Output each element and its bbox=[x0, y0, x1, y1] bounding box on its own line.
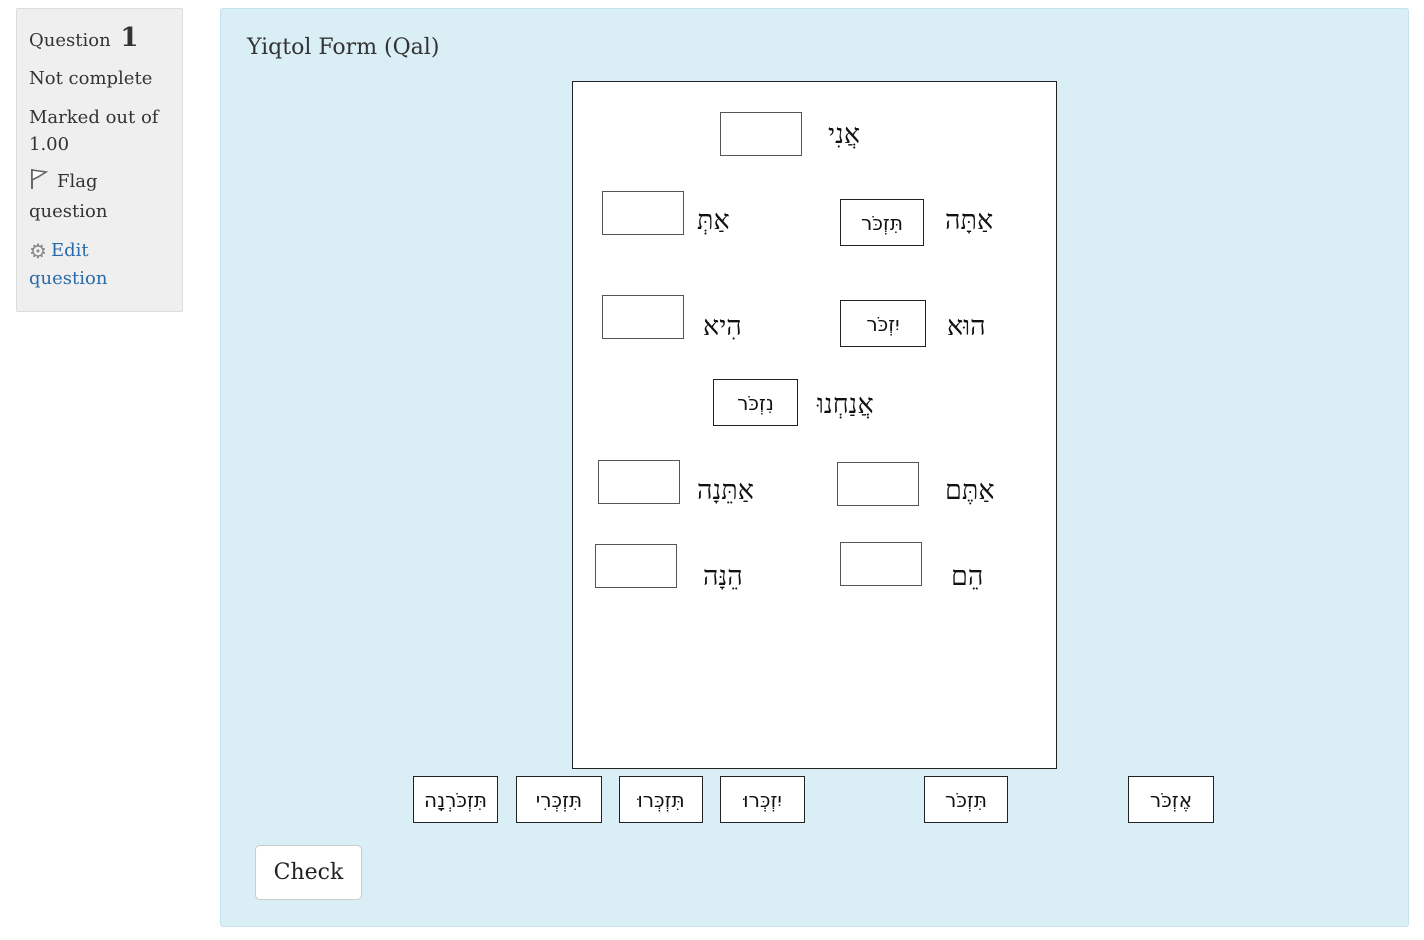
edit-question-link[interactable]: ⚙Edit question bbox=[29, 237, 170, 292]
drop-zone-henna[interactable] bbox=[595, 544, 677, 588]
flag-question-label: Flag question bbox=[29, 171, 108, 222]
edit-question-label: Edit question bbox=[29, 240, 108, 289]
flag-icon bbox=[29, 168, 49, 198]
drop-zone-hi[interactable] bbox=[602, 295, 684, 339]
question-status: Not complete bbox=[29, 68, 153, 89]
question-title: Yiqtol Form (Qal) bbox=[247, 35, 440, 60]
placed-answer-hu[interactable]: יִזְכֹּר bbox=[840, 300, 926, 347]
pronoun-anachnu: אֲנַחְנוּ bbox=[817, 389, 874, 420]
drag-choice-3[interactable]: תִּזְכְּרוּ bbox=[619, 776, 703, 823]
pronoun-hu: הוּא bbox=[947, 311, 986, 342]
pronoun-atta: אַתָּה bbox=[945, 205, 994, 236]
drop-zone-attena[interactable] bbox=[598, 460, 680, 504]
question-number-value: 1 bbox=[120, 23, 139, 53]
question-label: Question bbox=[29, 30, 111, 51]
pronoun-hi: הִיא bbox=[703, 311, 742, 342]
pronoun-at: אַתְּ bbox=[697, 205, 730, 236]
drag-choice-6[interactable]: אֶזְכֹּר bbox=[1128, 776, 1214, 823]
pronoun-hem: הֵם bbox=[951, 561, 984, 592]
check-button[interactable]: Check bbox=[255, 845, 362, 900]
pronoun-attem: אַתֶּם bbox=[945, 475, 995, 506]
drop-zone-ani[interactable] bbox=[720, 112, 802, 156]
flag-question-link[interactable]: Flag question bbox=[29, 168, 170, 225]
pronoun-attena: אַתֵּנָה bbox=[697, 475, 754, 506]
drop-background-image bbox=[572, 81, 1057, 769]
question-grade: Marked out of 1.00 bbox=[29, 107, 159, 155]
drag-choice-4[interactable]: יִזְכְּרוּ bbox=[720, 776, 805, 823]
drag-choice-1[interactable]: תִּזְכֹּרְנָה bbox=[413, 776, 498, 823]
gear-icon: ⚙ bbox=[29, 239, 47, 263]
drag-choice-5[interactable]: תִּזְכֹּר bbox=[924, 776, 1008, 823]
drop-zone-attem[interactable] bbox=[837, 462, 919, 506]
question-number: Question 1 bbox=[29, 23, 170, 53]
pronoun-ani: אֲנִי bbox=[828, 119, 861, 150]
question-content: Yiqtol Form (Qal) אֲנִי אַתָּה אַתְּ הוּ… bbox=[220, 8, 1409, 927]
drop-zone-hem[interactable] bbox=[840, 542, 922, 586]
placed-answer-atta[interactable]: תִּזְכֹּר bbox=[840, 199, 924, 246]
placed-answer-anachnu[interactable]: נִזְכֹּר bbox=[713, 379, 798, 426]
question-info-panel: Question 1 Not complete Marked out of 1.… bbox=[16, 8, 183, 312]
drop-zone-at[interactable] bbox=[602, 191, 684, 235]
pronoun-henna: הֵנָּה bbox=[703, 561, 743, 592]
drag-choice-2[interactable]: תִּזְכְּרִי bbox=[516, 776, 602, 823]
